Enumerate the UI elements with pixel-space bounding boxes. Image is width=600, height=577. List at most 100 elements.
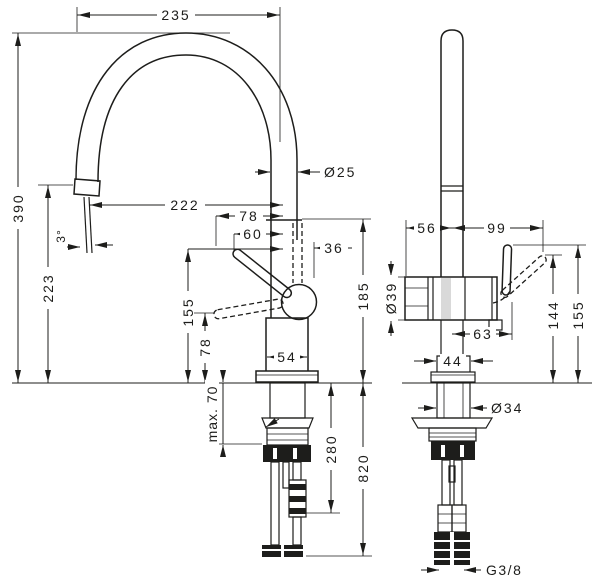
hose-step — [437, 504, 453, 533]
svg-text:78: 78 — [197, 337, 213, 357]
lower-shaft — [436, 320, 471, 372]
svg-text:54: 54 — [277, 349, 297, 365]
supply-tube-right — [292, 461, 302, 481]
mounting-nut-side — [431, 441, 475, 460]
svg-text:390: 390 — [10, 193, 26, 222]
dim-handle-reach-mid: 60 — [240, 226, 266, 242]
svg-text:223: 223 — [40, 273, 56, 302]
hose-step — [451, 504, 467, 533]
dim-stream-angle: 3° — [53, 224, 68, 248]
water-stream — [83, 196, 88, 254]
dim-spout-reach: 222 — [165, 197, 205, 213]
dim-hose-length-short: 280 — [323, 428, 339, 470]
escutcheon — [430, 371, 476, 383]
body-column — [265, 317, 309, 371]
dim-spout-height: 390 — [10, 187, 26, 229]
svg-text:185: 185 — [355, 281, 371, 310]
svg-text:63: 63 — [473, 326, 493, 342]
dim-shaft-diameter: Ø34 — [491, 400, 523, 416]
base-plate — [255, 370, 319, 383]
svg-text:78: 78 — [239, 208, 259, 224]
side-faucet-outline — [404, 29, 547, 565]
dim-handle-tip-height: 155 — [180, 291, 196, 333]
dim-hose-length-long: 820 — [355, 447, 371, 489]
hose-guide-arrow — [265, 418, 280, 428]
svg-text:99: 99 — [487, 220, 507, 236]
dim-body-offset: 36 — [320, 240, 348, 256]
svg-text:820: 820 — [355, 453, 371, 482]
dim-handle-tilted-height: 144 — [545, 294, 561, 336]
spout-outlet — [73, 178, 101, 197]
dim-connection-thread: G3/8 — [486, 562, 522, 577]
connector-band — [289, 508, 306, 514]
dim-handle-up-height: 155 — [570, 294, 586, 336]
mounting-flange — [261, 417, 314, 429]
svg-text:56: 56 — [417, 220, 437, 236]
svg-text:60: 60 — [243, 226, 263, 242]
dim-outlet-height: 223 — [40, 267, 56, 309]
spout-arc-outer — [75, 32, 298, 220]
svg-text:3°: 3° — [54, 229, 68, 242]
handle-lever-up — [232, 248, 293, 299]
front-faucet-outline — [73, 32, 319, 557]
svg-text:144: 144 — [545, 300, 561, 329]
svg-text:155: 155 — [570, 300, 586, 329]
front-dimensions: 235 390 223 3° — [10, 7, 372, 557]
dim-front-reach: 99 — [484, 220, 510, 236]
svg-text:44: 44 — [443, 353, 463, 369]
nut-slit — [293, 448, 297, 459]
hose-end-slit — [262, 549, 281, 551]
svg-text:280: 280 — [323, 434, 339, 463]
hose-end-side — [434, 532, 451, 565]
supply-tube-left — [270, 461, 280, 546]
svg-text:max. 70: max. 70 — [204, 386, 220, 443]
side-dimensions: 56 99 Ø39 — [383, 220, 586, 577]
svg-text:Ø39: Ø39 — [383, 282, 399, 314]
dim-spout-diameter: Ø25 — [324, 164, 356, 180]
dim-joint-height: 185 — [355, 275, 371, 317]
connector-band — [289, 496, 306, 502]
dim-handle-offset: 63 — [470, 326, 496, 342]
svg-text:Ø34: Ø34 — [491, 400, 523, 416]
pull-rod — [448, 465, 456, 483]
svg-text:36: 36 — [324, 240, 344, 256]
mounting-cone-side — [428, 427, 477, 442]
connector-band — [289, 484, 306, 490]
handle-tilted-dashed — [500, 255, 547, 298]
dim-rear-clearance: 56 — [414, 220, 440, 236]
pipe-shading — [441, 278, 451, 319]
handle-upright — [501, 244, 513, 296]
nut-slit — [273, 448, 277, 459]
mounting-nut — [263, 445, 311, 462]
svg-text:G3/8: G3/8 — [486, 562, 522, 577]
handle-ball-joint — [280, 283, 318, 321]
front-view: 235 390 223 3° — [10, 7, 372, 557]
water-stream — [88, 196, 93, 254]
spout-arc-inner — [97, 54, 272, 220]
shaft-34 — [436, 382, 471, 419]
mounting-shaft — [269, 382, 306, 419]
mounting-cone — [266, 427, 309, 446]
riser-pipe — [440, 29, 464, 277]
dim-shaft-width: 44 — [440, 353, 466, 369]
supply-tube-right — [292, 516, 302, 546]
svg-text:235: 235 — [161, 7, 190, 23]
svg-text:Ø25: Ø25 — [324, 164, 356, 180]
svg-text:155: 155 — [180, 297, 196, 326]
hose-end-slit — [284, 549, 303, 551]
svg-text:222: 222 — [170, 197, 199, 213]
dim-handle-reach-up: 78 — [235, 208, 263, 224]
dim-body-width: 54 — [274, 349, 300, 365]
side-view: 56 99 Ø39 — [383, 29, 592, 577]
handle-swing-dashed — [492, 290, 511, 304]
dim-body-diameter: Ø39 — [383, 275, 399, 321]
handle-lever-down-dashed — [213, 298, 284, 320]
threaded-rod — [282, 461, 290, 489]
body-cylinder — [404, 276, 498, 321]
dim-overall-width: 235 — [157, 7, 195, 23]
mounting-flange-side — [410, 417, 494, 429]
dim-max-mounting-thickness: max. 70 — [204, 380, 220, 448]
hose-end-side — [453, 532, 470, 565]
